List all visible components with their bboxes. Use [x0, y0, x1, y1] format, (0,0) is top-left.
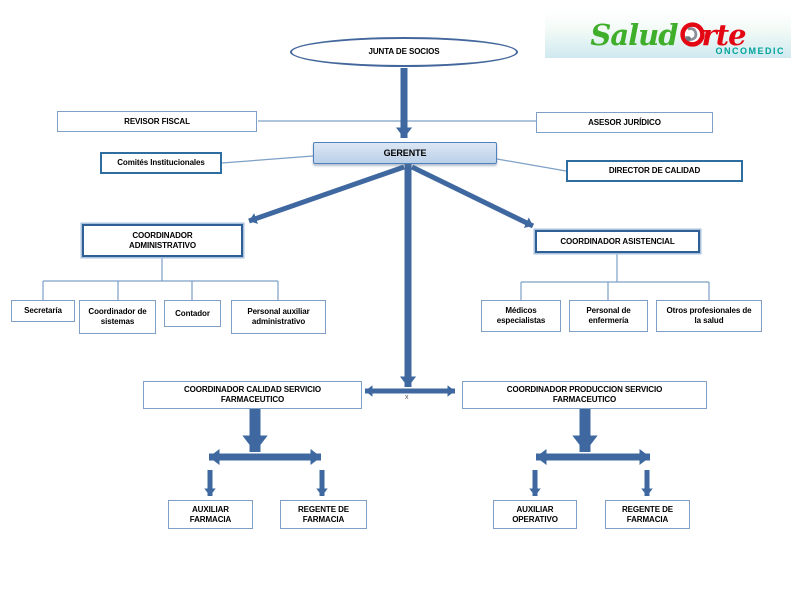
node-label: REGENTE DE FARMACIA	[297, 504, 349, 524]
node-junta-de-socios: JUNTA DE SOCIOS	[290, 37, 518, 67]
node-secretaria: Secretaría	[11, 300, 75, 322]
node-label: COORDINADOR CALIDAD SERVICIO FARMACEUTIC…	[183, 385, 322, 404]
node-label: JUNTA DE SOCIOS	[368, 47, 440, 57]
node-coordinador-produccion-servicio-farmaceutico: COORDINADOR PRODUCCION SERVICIO FARMACEU…	[462, 381, 707, 409]
node-coordinador-administrativo: COORDINADOR ADMINISTRATIVO	[82, 224, 243, 257]
logo-subtitle: ONCOMEDIC	[715, 46, 785, 56]
node-label: Personal de enfermería	[586, 306, 631, 325]
logo-brand-text-2: rte	[701, 17, 747, 52]
node-label: DIRECTOR DE CALIDAD	[608, 166, 701, 176]
node-label: Contador	[175, 308, 210, 318]
node-label: AUXILIAR FARMACIA	[189, 504, 232, 524]
node-personal-de-enfermeria: Personal de enfermería	[569, 300, 648, 332]
node-asesor-juridico: ASESOR JURÍDICO	[536, 112, 713, 133]
node-label: ASESOR JURÍDICO	[588, 117, 661, 127]
node-regente-de-farmacia-der: REGENTE DE FARMACIA	[605, 500, 690, 529]
node-coordinador-asistencial: COORDINADOR ASISTENCIAL	[535, 230, 700, 253]
node-label: Secretaría	[24, 306, 62, 316]
arrows	[204, 68, 653, 496]
logo: Salud rte ONCOMEDIC	[545, 11, 791, 58]
node-label: Médicos especialistas	[496, 306, 546, 325]
node-coordinador-calidad-servicio-farmaceutico: COORDINADOR CALIDAD SERVICIO FARMACEUTIC…	[143, 381, 362, 409]
stethoscope-ring-icon	[679, 21, 706, 53]
node-label: COORDINADOR PRODUCCION SERVICIO FARMACEU…	[506, 385, 663, 404]
node-director-de-calidad: DIRECTOR DE CALIDAD	[566, 160, 743, 182]
node-personal-auxiliar-administrativo: Personal auxiliar administrativo	[231, 300, 326, 334]
node-label: REGENTE DE FARMACIA	[621, 504, 673, 524]
node-label: Comités Institucionales	[117, 158, 205, 168]
node-revisor-fiscal: REVISOR FISCAL	[57, 111, 257, 132]
node-contador: Contador	[164, 300, 221, 327]
node-label: REVISOR FISCAL	[124, 116, 190, 126]
node-label: COORDINADOR ADMINISTRATIVO	[129, 230, 196, 250]
node-gerente: GERENTE	[313, 142, 497, 164]
node-label: AUXILIAR OPERATIVO	[512, 504, 558, 524]
node-coordinador-de-sistemas: Coordinador de sistemas	[79, 300, 156, 334]
node-label: Personal auxiliar administrativo	[247, 307, 310, 326]
node-comites-institucionales: Comités Institucionales	[100, 152, 222, 174]
node-otros-profesionales-de-la-salud: Otros profesionales de la salud	[656, 300, 762, 332]
node-label: Otros profesionales de la salud	[666, 306, 752, 325]
small-x-mark: x	[405, 394, 409, 401]
node-label: COORDINADOR ASISTENCIAL	[560, 236, 675, 246]
node-medicos-especialistas: Médicos especialistas	[481, 300, 561, 332]
node-auxiliar-farmacia: AUXILIAR FARMACIA	[168, 500, 253, 529]
logo-brand-text: Salud	[590, 17, 678, 52]
node-auxiliar-operativo: AUXILIAR OPERATIVO	[493, 500, 577, 529]
node-regente-de-farmacia-izq: REGENTE DE FARMACIA	[280, 500, 367, 529]
node-label: Coordinador de sistemas	[88, 307, 147, 326]
thin-connectors	[42, 120, 710, 300]
node-label: GERENTE	[383, 147, 427, 158]
